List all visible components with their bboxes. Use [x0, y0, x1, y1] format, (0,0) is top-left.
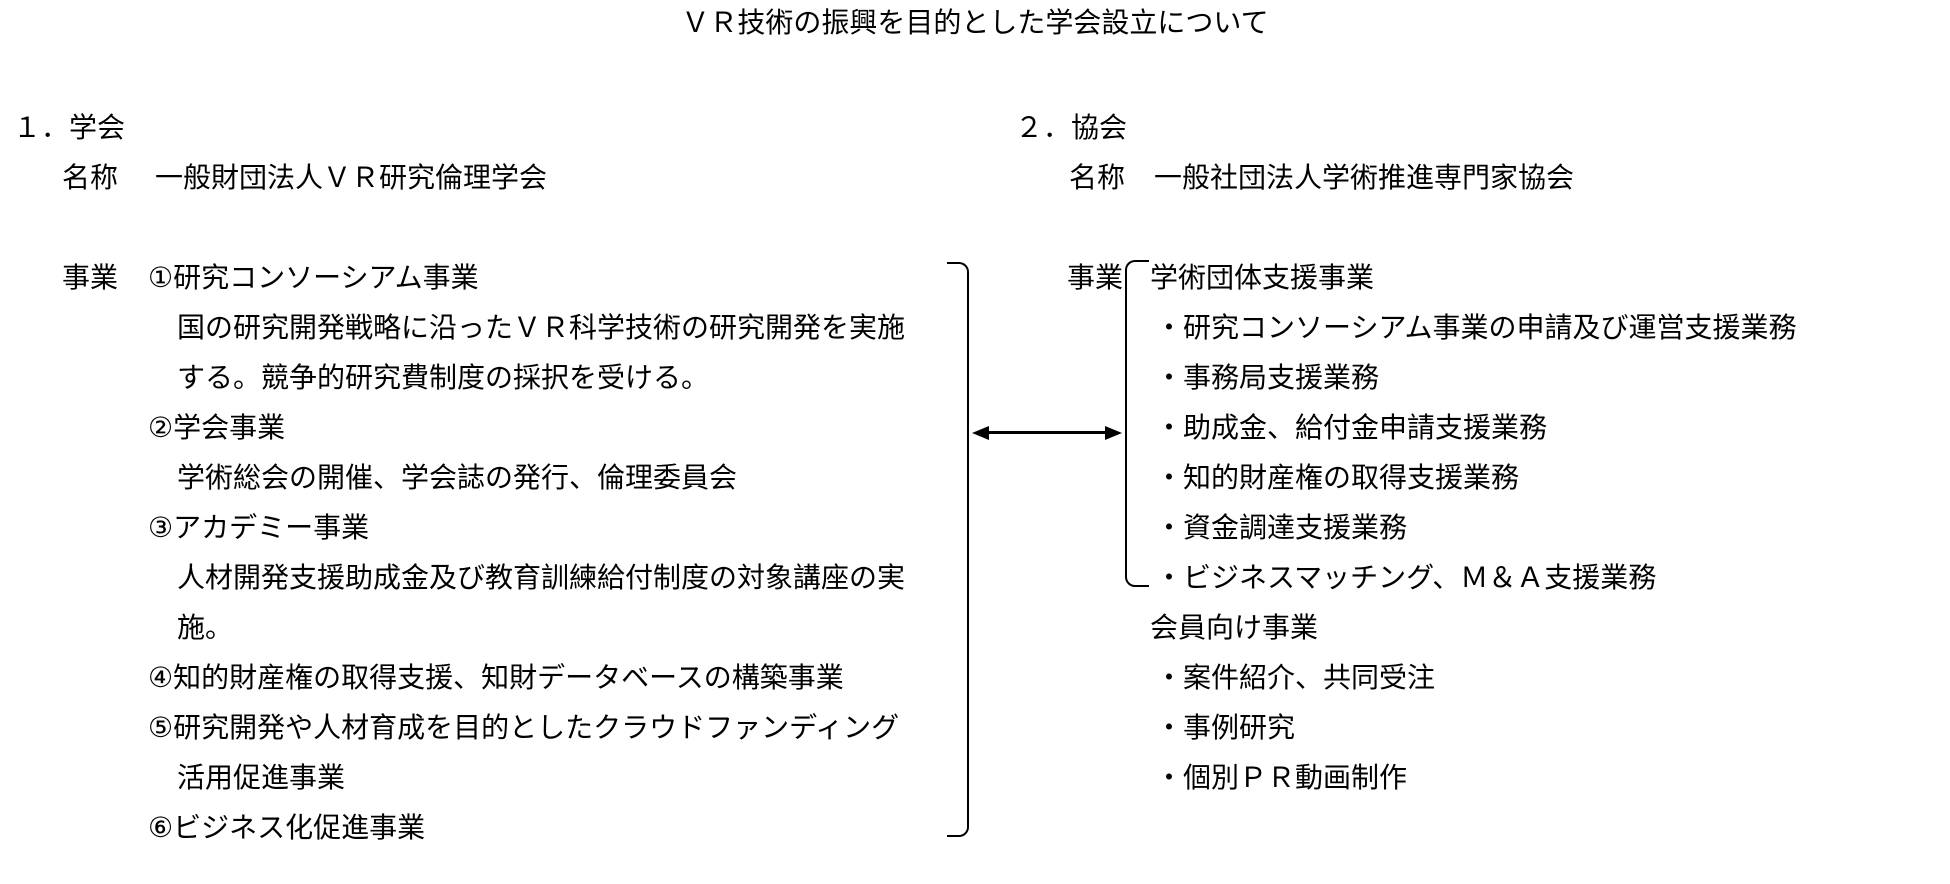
association-business-line: ・知的財産権の取得支援業務: [1155, 461, 1520, 494]
society-business-line: ④知的財産権の取得支援、知財データベースの構築事業: [148, 661, 844, 694]
association-business-group-header: 学術団体支援事業: [1150, 261, 1375, 294]
society-business-line: 活用促進事業: [177, 761, 346, 794]
association-business-line: ・案件紹介、共同受注: [1155, 661, 1436, 694]
association-business-line: ・助成金、給付金申請支援業務: [1155, 411, 1548, 444]
section-1-heading: １．学会: [13, 111, 126, 144]
society-business-label: 事業: [62, 261, 119, 294]
society-business-line: 施。: [177, 611, 234, 644]
society-closing-bracket: [947, 262, 969, 837]
association-business-line: ・個別ＰＲ動画制作: [1155, 761, 1408, 794]
association-business-line: ・ビジネスマッチング、Ｍ＆Ａ支援業務: [1155, 561, 1657, 594]
association-business-line: ・事務局支援業務: [1155, 361, 1380, 394]
society-business-line: ⑤研究開発や人材育成を目的としたクラウドファンディング: [148, 711, 900, 744]
arrowhead-right: [1105, 426, 1122, 440]
society-business-line: 学術総会の開催、学会誌の発行、倫理委員会: [177, 461, 738, 494]
society-business-line: ⑥ビジネス化促進事業: [148, 811, 426, 844]
association-business-line: ・資金調達支援業務: [1155, 511, 1408, 544]
society-business-line: する。競争的研究費制度の採択を受ける。: [177, 361, 710, 394]
society-business-line: 人材開発支援助成金及び教育訓練給付制度の対象講座の実: [177, 561, 906, 594]
association-business-line: ・研究コンソーシアム事業の申請及び運営支援業務: [1155, 311, 1797, 344]
association-business-label: 事業: [1067, 261, 1124, 294]
society-name-value: 一般財団法人ＶＲ研究倫理学会: [155, 161, 548, 194]
society-business-line: ②学会事業: [148, 411, 286, 444]
association-name-label: 名称: [1069, 161, 1126, 194]
society-name-label: 名称: [62, 161, 119, 194]
double-arrow-icon: [972, 426, 1122, 440]
association-name-value: 一般社団法人学術推進専門家協会: [1154, 161, 1575, 194]
association-opening-bracket: [1125, 260, 1149, 587]
document-title: ＶＲ技術の振興を目的とした学会設立について: [681, 6, 1269, 39]
association-business-line: ・事例研究: [1155, 711, 1296, 744]
society-business-line: 国の研究開発戦略に沿ったＶＲ科学技術の研究開発を実施: [177, 311, 906, 344]
arrow-shaft: [980, 431, 1114, 434]
society-business-line: ③アカデミー事業: [148, 511, 370, 544]
section-2-heading: ２．協会: [1015, 111, 1128, 144]
association-business-group-header: 会員向け事業: [1150, 611, 1319, 644]
society-business-line: ①研究コンソーシアム事業: [148, 261, 479, 294]
